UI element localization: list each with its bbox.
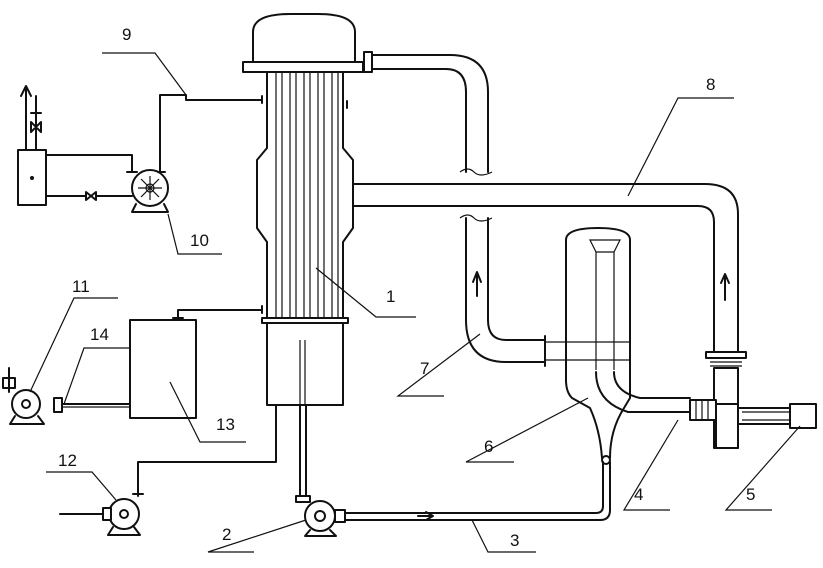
top-dome xyxy=(252,13,356,63)
pump-12 xyxy=(108,498,140,530)
recycle-pipe-8 xyxy=(352,183,747,449)
evaporator-column xyxy=(242,13,364,406)
label-4: 4 xyxy=(634,485,643,504)
condensate-system xyxy=(2,309,277,536)
label-14: 14 xyxy=(90,325,109,344)
pipe-7 xyxy=(465,217,546,367)
label-13: 13 xyxy=(216,415,235,434)
label-12: 12 xyxy=(58,451,77,470)
label-3: 3 xyxy=(510,531,519,550)
valve-lower xyxy=(85,191,97,201)
label-9: 9 xyxy=(122,25,131,44)
blower-5 xyxy=(715,403,817,449)
pipe-to-pump-12 xyxy=(137,404,277,497)
vapour-outlet-pipe xyxy=(363,51,493,222)
pump-impeller xyxy=(138,176,162,200)
tube-bundle xyxy=(275,72,339,318)
top-flange xyxy=(242,61,364,73)
label-7: 7 xyxy=(420,359,429,378)
label-1: 1 xyxy=(386,287,395,306)
pipe-3 xyxy=(344,461,611,521)
label-6: 6 xyxy=(484,437,493,456)
separator-6 xyxy=(545,227,717,465)
label-5: 5 xyxy=(746,485,755,504)
label-11: 11 xyxy=(72,277,90,296)
leader-lines xyxy=(29,52,801,553)
vacuum-system xyxy=(17,85,263,213)
number-labels: 1 2 3 4 5 6 7 8 9 10 11 12 13 14 xyxy=(58,25,755,550)
label-2: 2 xyxy=(222,525,231,544)
label-8: 8 xyxy=(706,75,715,94)
pipe-9 xyxy=(159,94,263,173)
pump-11 xyxy=(11,389,41,419)
valve-upper xyxy=(30,121,42,133)
tank-13 xyxy=(129,319,197,419)
circulation-pump-2 xyxy=(295,404,346,537)
label-10: 10 xyxy=(190,231,209,250)
